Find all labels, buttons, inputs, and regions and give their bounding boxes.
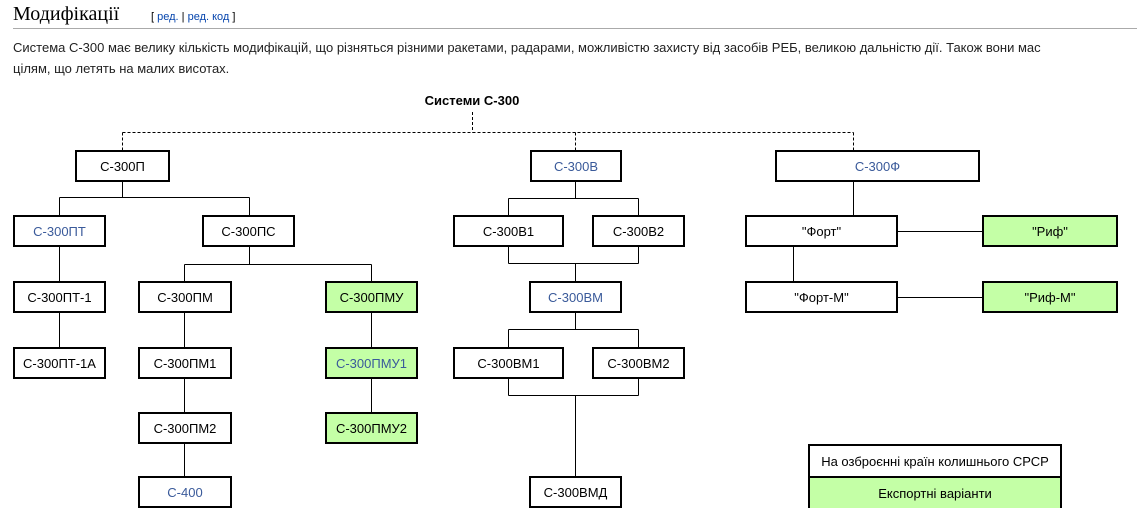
node-s300vm2: С-300ВМ2 (592, 347, 685, 379)
edit-bracket-open: [ (151, 11, 155, 23)
node-rif-m: "Риф-М" (982, 281, 1118, 313)
node-s300pmu1[interactable]: С-300ПМУ1 (325, 347, 418, 379)
diagram-title: Системи С-300 (424, 93, 520, 108)
edit-link[interactable]: ред. (157, 11, 179, 23)
node-fort-m: "Форт-М" (745, 281, 898, 313)
node-s300pmu2: С-300ПМУ2 (325, 412, 418, 444)
node-s300vmd: С-300ВМД (529, 476, 622, 508)
legend-export: Експортні варіанти (810, 478, 1060, 508)
node-s400[interactable]: С-400 (138, 476, 232, 508)
edit-source-link[interactable]: ред. код (187, 11, 230, 23)
section-heading: Модифікації [ ред. | ред. код ] (13, 2, 1137, 29)
connector-fort-rif (897, 231, 982, 298)
node-s300pt[interactable]: С-300ПТ (13, 215, 106, 247)
connector-v1v2-vm (508, 247, 639, 281)
node-s300pt1a: С-300ПТ-1А (13, 347, 106, 379)
connector-vm (508, 313, 639, 347)
connector-s300p (59, 181, 250, 216)
node-s300vm[interactable]: С-300ВМ (529, 281, 622, 313)
legend: На озброєнні країн колишнього СРСР Експо… (808, 444, 1062, 508)
node-s300f[interactable]: С-300Ф (775, 150, 980, 182)
node-s300p: С-300П (75, 150, 170, 182)
legend-ussr: На озброєнні країн колишнього СРСР (810, 446, 1060, 478)
connector-ps (184, 247, 372, 281)
node-s300v[interactable]: С-300В (530, 150, 622, 182)
node-s300pm: С-300ПМ (138, 281, 232, 313)
node-fort: "Форт" (745, 215, 898, 247)
top-dashed-connector (122, 112, 854, 150)
section-title: Модифікації (13, 3, 120, 25)
node-s300vm1: С-300ВМ1 (453, 347, 564, 379)
node-rif: "Риф" (982, 215, 1118, 247)
edit-separator: | (181, 11, 185, 23)
node-s300v2: С-300В2 (592, 215, 685, 247)
intro-line-2: цілям, що летять на малих висотах. (13, 61, 230, 76)
edit-links: [ ред. | ред. код ] (151, 10, 235, 24)
connector-vm-vmd (508, 379, 639, 477)
intro-line-1: Система С-300 має велику кількість модиф… (13, 40, 1041, 55)
intro-paragraph: Система С-300 має велику кількість модиф… (13, 37, 1137, 79)
node-s300pm1: С-300ПМ1 (138, 347, 232, 379)
node-s300v1: С-300В1 (453, 215, 564, 247)
node-s300pmu: С-300ПМУ (325, 281, 418, 313)
node-s300pt1: С-300ПТ-1 (13, 281, 106, 313)
edit-bracket-close: ] (232, 11, 236, 23)
connector-s300v (508, 181, 639, 216)
node-s300pm2: С-300ПМ2 (138, 412, 232, 444)
node-s300ps: С-300ПС (202, 215, 295, 247)
